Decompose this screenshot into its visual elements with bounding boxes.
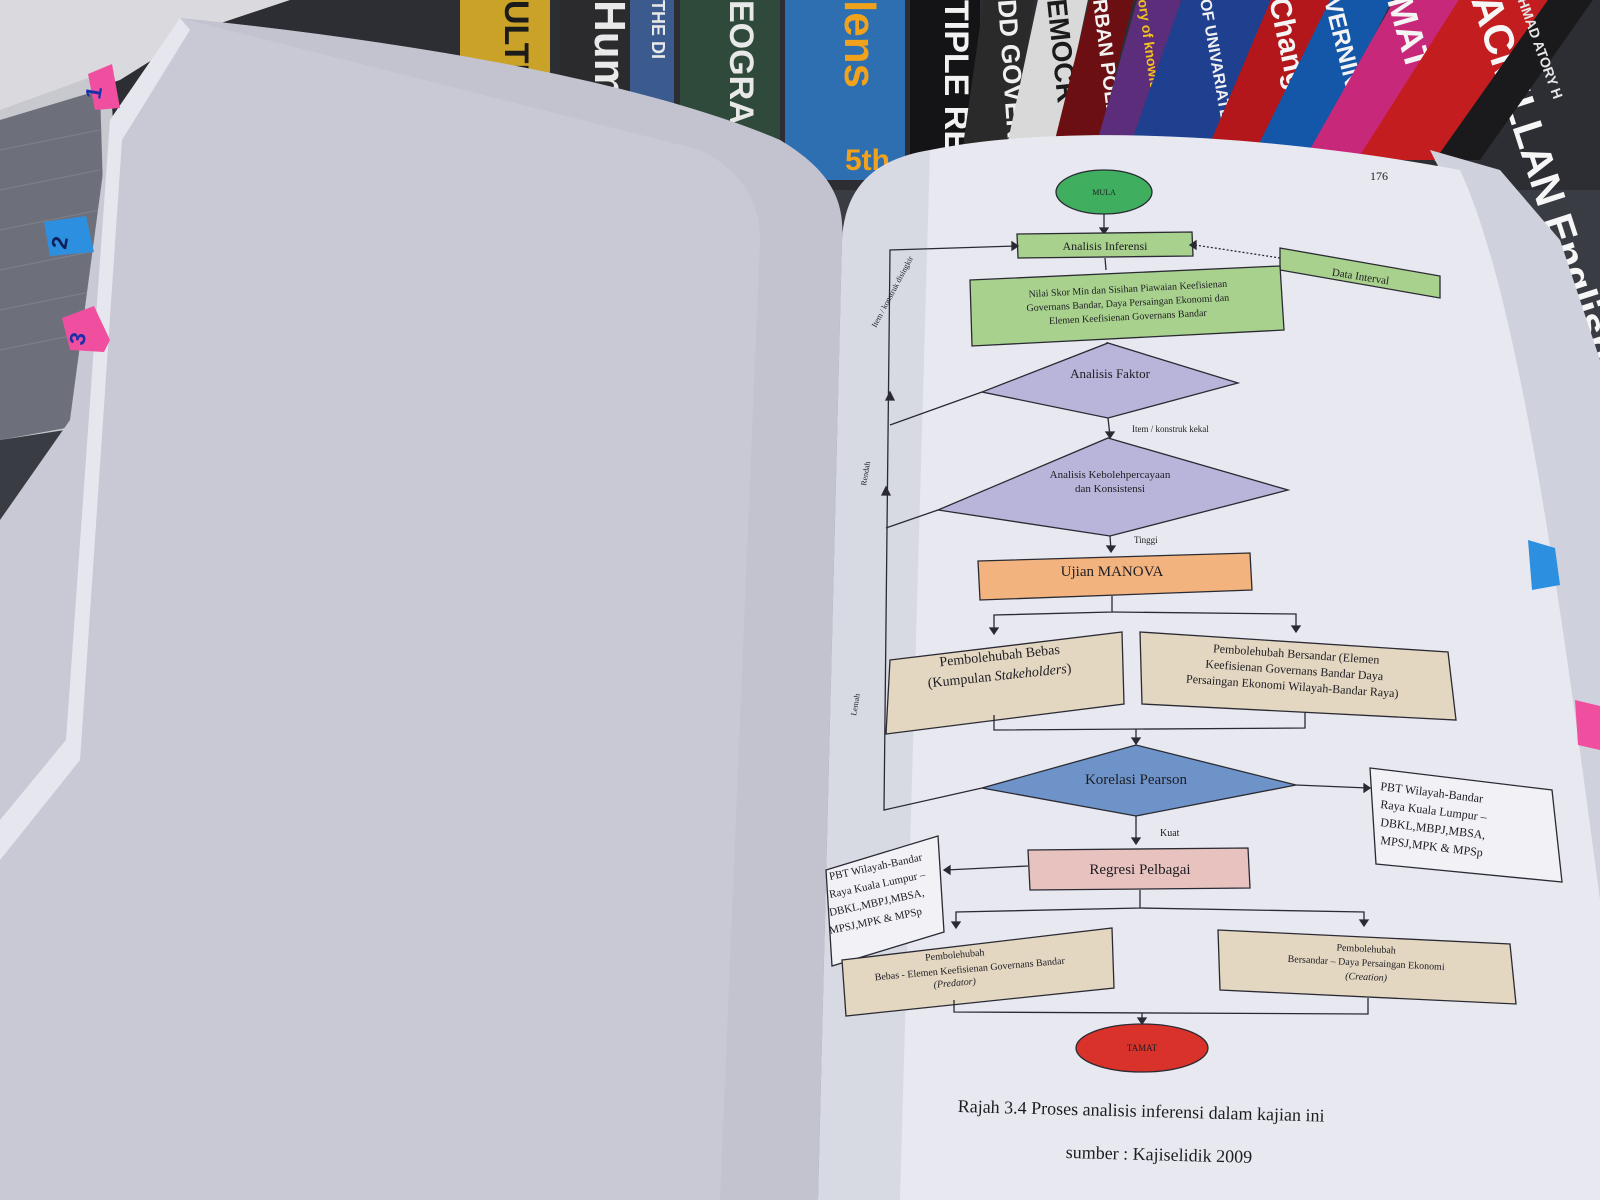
book-spine-title: THE DI	[648, 0, 668, 59]
rendah-label: Rendah	[859, 461, 872, 487]
creation-box	[1217, 929, 1517, 1005]
predator-line-3: (Predator)	[933, 976, 977, 991]
predator-box	[841, 927, 1115, 1017]
pbt-left-box	[825, 835, 945, 967]
book-spine-cover	[1050, 0, 1134, 160]
nilai-skor-box	[969, 265, 1285, 347]
book-spine-cover	[1435, 0, 1593, 160]
item-kekal-label: Item / konstruk kekal	[1132, 424, 1209, 434]
book-spine-cover	[1092, 0, 1182, 160]
left-page	[0, 18, 843, 1200]
analisis-faktor-label: Analisis Faktor	[1070, 366, 1150, 381]
book-spine-cover	[1251, 0, 1393, 160]
end-label: TAMAT	[1127, 1043, 1158, 1053]
tab-1-label: 1	[80, 84, 107, 100]
analisis-inferensi-box	[1016, 231, 1194, 259]
data-interval-box	[1279, 247, 1441, 299]
pembolehubah-bebas-box	[885, 631, 1125, 735]
pbt-right-box	[1369, 767, 1563, 883]
book-spine-cover	[1203, 0, 1331, 160]
kebolehpercayaan-line-1: Analisis Kebolehpercayaan	[1050, 469, 1171, 481]
analisis-inferensi-label: Analisis Inferensi	[1063, 239, 1149, 253]
book-spine-cover	[1304, 0, 1465, 160]
ujian-manova-box	[977, 552, 1253, 601]
tinggi-label: Tinggi	[1134, 535, 1158, 545]
start-label: MULA	[1092, 188, 1116, 197]
ujian-manova-label: Ujian MANOVA	[1061, 564, 1164, 580]
regresi-pelbagai-label: Regresi Pelbagai	[1089, 862, 1190, 878]
book-spine-cover	[910, 0, 980, 160]
tab-3-label: 3	[64, 330, 91, 346]
book-spine: HMAD ATORY H	[1435, 0, 1593, 160]
regresi-pelbagai-box	[1027, 847, 1251, 891]
predator-line-1: Pembolehubah	[925, 947, 985, 963]
tab-2	[44, 216, 94, 256]
creation-line-1: Pembolehubah	[1336, 942, 1396, 956]
kebolehpercayaan-line-2: dan Konsistensi	[1075, 483, 1145, 495]
page-number: 176	[1370, 169, 1388, 183]
flowchart: 176 MULA Analisis Inferensi Data Interva…	[825, 169, 1563, 1073]
book-spine-title: lens	[835, 0, 884, 88]
kuat-label: Kuat	[1160, 828, 1180, 839]
sticky-tabs: 1 2 3	[44, 64, 120, 352]
book-spine-cover	[785, 0, 905, 160]
end-terminator	[1075, 1023, 1209, 1073]
book-spine-title: EOGRA	[722, 0, 760, 125]
book-spine-cover	[1125, 0, 1272, 160]
tab-1	[88, 64, 120, 110]
lemah-label: Lemah	[849, 693, 862, 716]
korelasi-pearson-label: Korelasi Pearson	[1085, 772, 1188, 788]
creation-line-3: (Creation)	[1345, 971, 1388, 984]
pembolehubah-bersandar-box	[1139, 631, 1457, 721]
book-spine-cover	[1004, 0, 1088, 160]
tab-3	[62, 306, 110, 352]
tab-2-label: 2	[46, 234, 73, 250]
book-spine: lens	[785, 0, 905, 160]
